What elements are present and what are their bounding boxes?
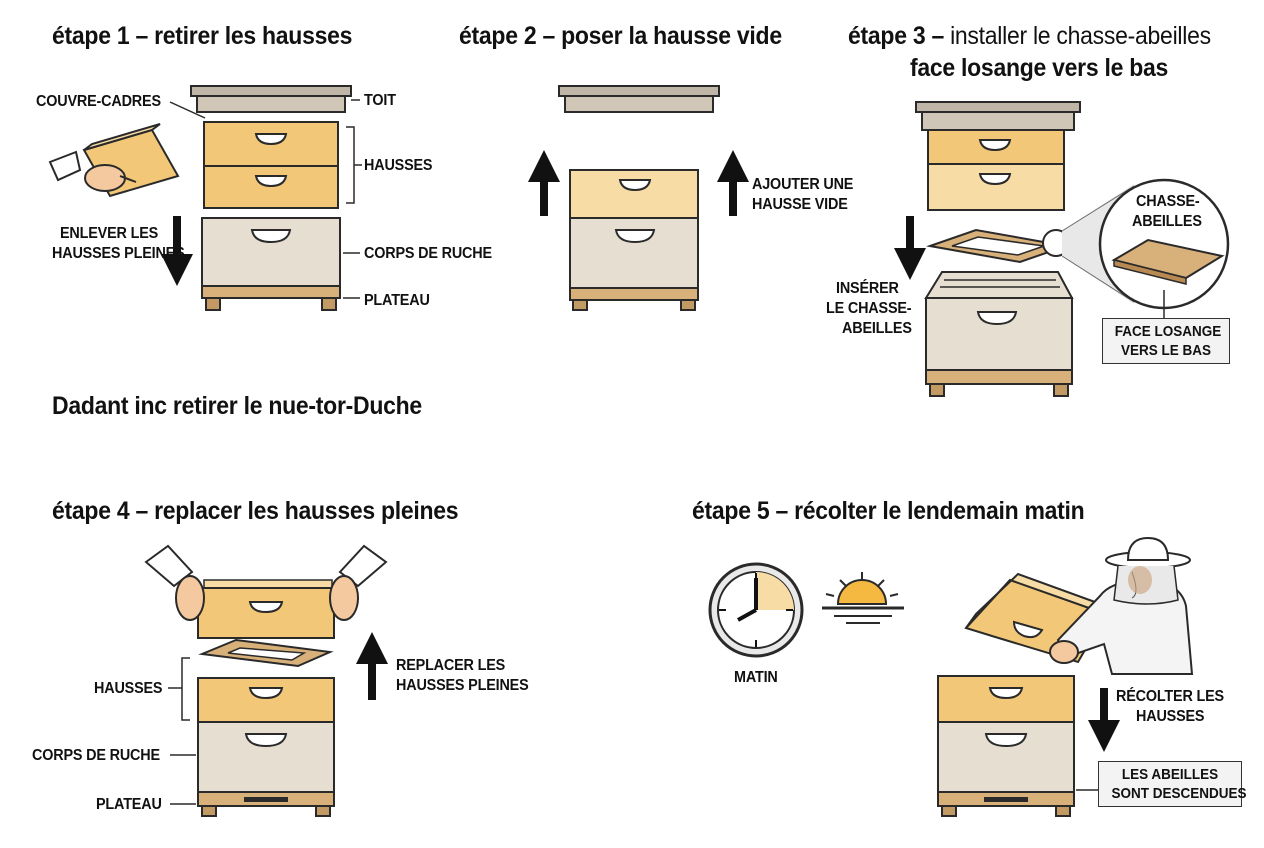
label-plateau: PLATEAU xyxy=(364,291,430,311)
label-enlever-2: HAUSSES PLEINES xyxy=(52,244,185,264)
step5-hive xyxy=(938,676,1098,816)
label-enlever-1: ENLEVER LES xyxy=(60,224,158,244)
step2-hive xyxy=(559,86,719,310)
beekeeper-figure xyxy=(966,538,1192,674)
label-ajouter-1: AJOUTER UNE xyxy=(752,175,853,195)
step4-hive xyxy=(146,546,386,816)
label-corps-de-ruche: CORPS DE RUCHE xyxy=(364,244,492,264)
label-chasse-1: CHASSE- xyxy=(1136,192,1200,212)
label-inserer-2: LE CHASSE- xyxy=(826,299,911,319)
label-couvre-cadres: COUVRE-CADRES xyxy=(36,92,161,112)
callout-face-2: VERS LE BAS xyxy=(1115,341,1218,360)
label-toit: TOIT xyxy=(364,91,396,111)
step3-subtitle: face losange vers le bas xyxy=(910,54,1168,83)
step3-title: étape 3 – installer le chasse-abeilles xyxy=(848,22,1211,51)
step1-carried-super xyxy=(50,124,178,196)
step4-title: étape 4 – replacer les hausses pleines xyxy=(52,497,458,526)
callout-abeilles-1: LES ABEILLES xyxy=(1112,765,1229,784)
step1-hive xyxy=(170,86,362,310)
label-replacer-1: REPLACER LES xyxy=(396,656,505,676)
roof xyxy=(191,86,351,96)
step1-title: étape 1 – retirer les hausses xyxy=(52,22,352,51)
label-hausses: HAUSSES xyxy=(364,156,432,176)
hive-body xyxy=(202,218,340,286)
clock-icon xyxy=(710,564,802,656)
callout-abeilles-2: SONT DESCENDUES xyxy=(1112,784,1229,803)
sunrise-icon xyxy=(822,572,904,623)
label-ajouter-2: HAUSSE VIDE xyxy=(752,195,848,215)
label-inserer-3: ABEILLES xyxy=(842,319,912,339)
callout-face-losange: FACE LOSANGE VERS LE BAS xyxy=(1102,318,1230,364)
callout-face-1: FACE LOSANGE xyxy=(1115,322,1218,341)
label-replacer-2: HAUSSES PLEINES xyxy=(396,676,529,696)
label-chasse-2: ABEILLES xyxy=(1132,212,1202,232)
label-hausses: HAUSSES xyxy=(94,679,162,699)
step3-title-bold: étape 3 – xyxy=(848,22,944,50)
note-text: Dadant inc retirer le nue-tor-Duche xyxy=(52,392,422,421)
callout-abeilles-descendues: LES ABEILLES SONT DESCENDUES xyxy=(1098,761,1242,807)
step5-title: étape 5 – récolter le lendemain matin xyxy=(692,497,1084,526)
label-matin: MATIN xyxy=(734,668,778,688)
label-inserer-1: INSÉRER xyxy=(836,279,899,299)
label-recolter-1: RÉCOLTER LES xyxy=(1116,687,1224,707)
step2-title: étape 2 – poser la hausse vide xyxy=(459,22,782,51)
bottom-board xyxy=(202,286,340,298)
step3-title-light: installer le chasse-abeilles xyxy=(944,22,1211,50)
label-corps-de-ruche: CORPS DE RUCHE xyxy=(32,746,160,766)
label-recolter-2: HAUSSES xyxy=(1136,707,1204,727)
hive-body xyxy=(570,218,698,288)
label-plateau: PLATEAU xyxy=(96,795,162,815)
empty-super xyxy=(570,170,698,218)
